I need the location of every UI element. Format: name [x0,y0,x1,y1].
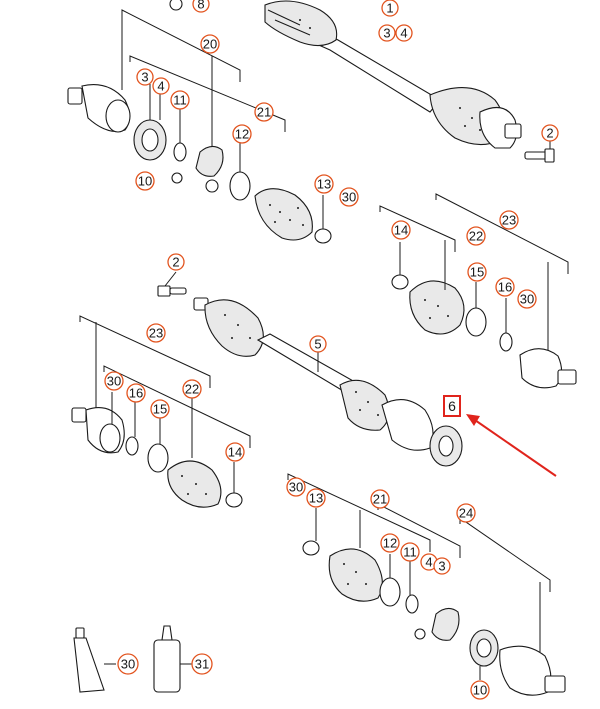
sealant-bottle [153,625,192,693]
callout-15-left: 15 [150,399,170,419]
outer-joint-set-lower [287,473,566,696]
svg-text:3: 3 [438,559,445,574]
callout-4-top: 4 [395,24,413,42]
inner-joint-set-left [71,315,251,508]
callout-10-upper: 10 [135,171,155,191]
grease-tube [73,627,116,693]
callout-16-left: 16 [126,383,146,403]
callout-30-tube: 30 [117,653,139,675]
svg-text:15: 15 [153,402,167,417]
callout-22-right: 22 [466,226,486,246]
callout-12-lower: 12 [380,533,400,553]
callout-2-middle: 2 [167,253,185,271]
svg-text:11: 11 [403,545,417,560]
callout-14-right: 14 [391,220,411,240]
callout-21-lower: 21 [370,489,390,509]
svg-text:15: 15 [470,265,484,280]
callout-21-upper: 21 [254,102,274,122]
callout-13-lower: 13 [306,488,326,508]
svg-text:23: 23 [149,326,163,341]
svg-text:2: 2 [172,255,179,270]
callout-3-upper-left: 3 [136,68,154,86]
svg-text:11: 11 [173,93,187,108]
callout-14-left: 14 [225,442,245,462]
nut-top [169,0,183,11]
callout-30-upper: 30 [339,187,359,207]
callout-15-right: 15 [467,262,487,282]
svg-text:5: 5 [314,337,321,352]
svg-text:13: 13 [317,177,331,192]
top-drive-shaft [264,0,522,149]
callout-5: 5 [309,335,327,353]
svg-text:23: 23 [502,213,516,228]
outer-joint-set-right [379,193,577,389]
svg-text:4: 4 [425,555,432,570]
svg-text:10: 10 [138,174,152,189]
callout-30-lower: 30 [286,477,306,497]
svg-text:30: 30 [342,190,356,205]
highlight-arrow [466,414,557,477]
svg-text:14: 14 [394,223,408,238]
callout-31-bottle: 31 [191,653,213,675]
svg-text:16: 16 [498,280,512,295]
callout-4-upper-left: 4 [152,77,170,95]
svg-text:8: 8 [197,0,204,12]
svg-text:30: 30 [107,374,121,389]
svg-text:13: 13 [309,491,323,506]
callout-6-highlighted: 6 [443,395,461,417]
svg-text:30: 30 [520,292,534,307]
svg-text:20: 20 [203,37,217,52]
callout-16-right: 16 [495,277,515,297]
svg-text:4: 4 [157,79,164,94]
svg-text:30: 30 [289,480,303,495]
svg-text:3: 3 [383,26,390,41]
svg-text:6: 6 [448,398,456,414]
callout-2-top-right: 2 [541,124,559,142]
callout-11-upper: 11 [170,90,190,110]
callout-12-upper: 12 [232,124,252,144]
callout-24: 24 [456,503,476,523]
callout-30-left: 30 [104,371,124,391]
callout-3-lower: 3 [433,557,451,575]
callout-20: 20 [200,34,220,54]
svg-text:10: 10 [473,683,487,698]
callout-23-left: 23 [146,323,166,343]
svg-text:22: 22 [469,229,483,244]
svg-text:24: 24 [459,506,473,521]
svg-text:1: 1 [386,1,393,16]
svg-text:30: 30 [121,657,135,672]
svg-text:2: 2 [546,126,553,141]
svg-text:4: 4 [400,26,407,41]
svg-text:14: 14 [228,445,242,460]
callout-10-lower: 10 [470,680,490,700]
svg-text:22: 22 [185,382,199,397]
svg-text:21: 21 [257,105,271,120]
callout-3-top: 3 [378,24,396,42]
callout-8: 8 [192,0,210,13]
callout-11-lower: 11 [400,542,420,562]
callout-30-right: 30 [517,289,537,309]
bolt-top [524,141,555,163]
svg-text:31: 31 [195,657,209,672]
callout-13-upper: 13 [314,174,334,194]
middle-drive-shaft [157,271,463,467]
inner-joint-set-top [67,9,332,244]
svg-text:21: 21 [373,492,387,507]
callout-23-right: 23 [499,210,519,230]
svg-text:12: 12 [383,536,397,551]
svg-text:3: 3 [141,70,148,85]
callout-22-left: 22 [182,379,202,399]
svg-text:16: 16 [129,386,143,401]
svg-text:12: 12 [235,127,249,142]
callout-1: 1 [381,0,399,17]
